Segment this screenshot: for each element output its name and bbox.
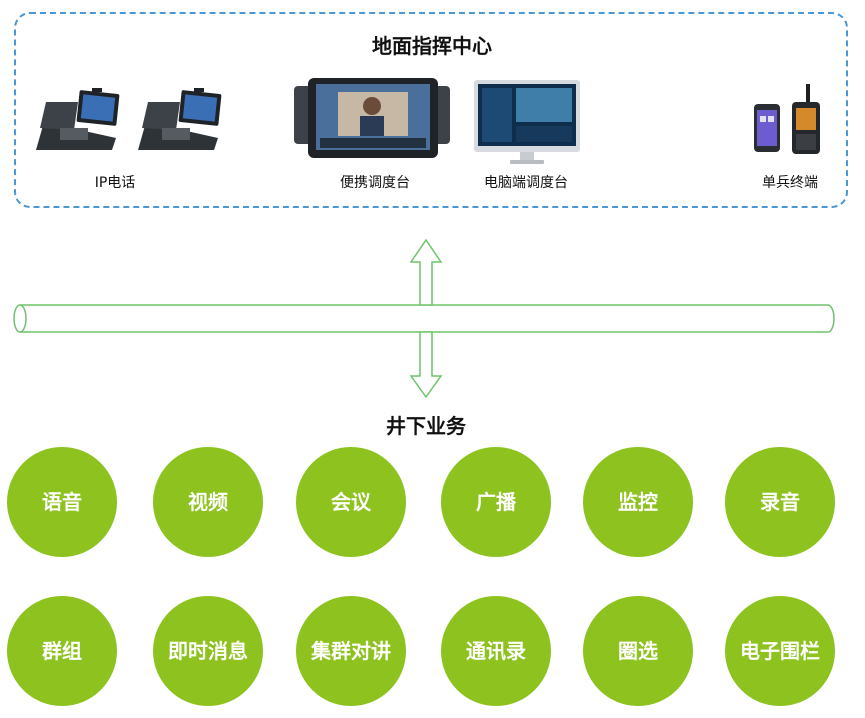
tablet-console-icon [294,78,450,158]
up-arrow [409,238,443,306]
underground-services-title: 井下业务 [386,414,466,438]
service-contacts: 通讯录 [441,596,551,706]
service-area-select: 圈选 [583,596,693,706]
service-broadcast: 广播 [441,447,551,557]
desk-phone-icon [36,88,120,150]
service-group: 群组 [7,596,117,706]
handheld-terminal-icon [754,104,780,152]
down-arrow [409,331,443,399]
service-monitoring: 监控 [583,447,693,557]
device-label-portable-console: 便携调度台 [340,175,410,191]
service-video: 视频 [153,447,263,557]
desk-phone-icon [138,88,222,150]
monitor-icon [474,80,580,164]
handheld-terminal-icon [792,84,820,154]
device-label-pc-console: 电脑端调度台 [484,175,568,191]
service-voice: 语音 [7,447,117,557]
service-instant-messaging: 即时消息 [153,596,263,706]
service-meeting: 会议 [296,447,406,557]
service-geofence: 电子围栏 [725,596,835,706]
backbone-pipe [13,304,835,333]
device-label-handheld-terminal: 单兵终端 [762,175,818,191]
service-trunking-intercom: 集群对讲 [296,596,406,706]
ground-command-center-title: 地面指挥中心 [372,34,492,58]
device-label-ip-phone: IP电话 [94,175,136,191]
service-recording: 录音 [725,447,835,557]
ground-command-center-box [14,12,848,208]
